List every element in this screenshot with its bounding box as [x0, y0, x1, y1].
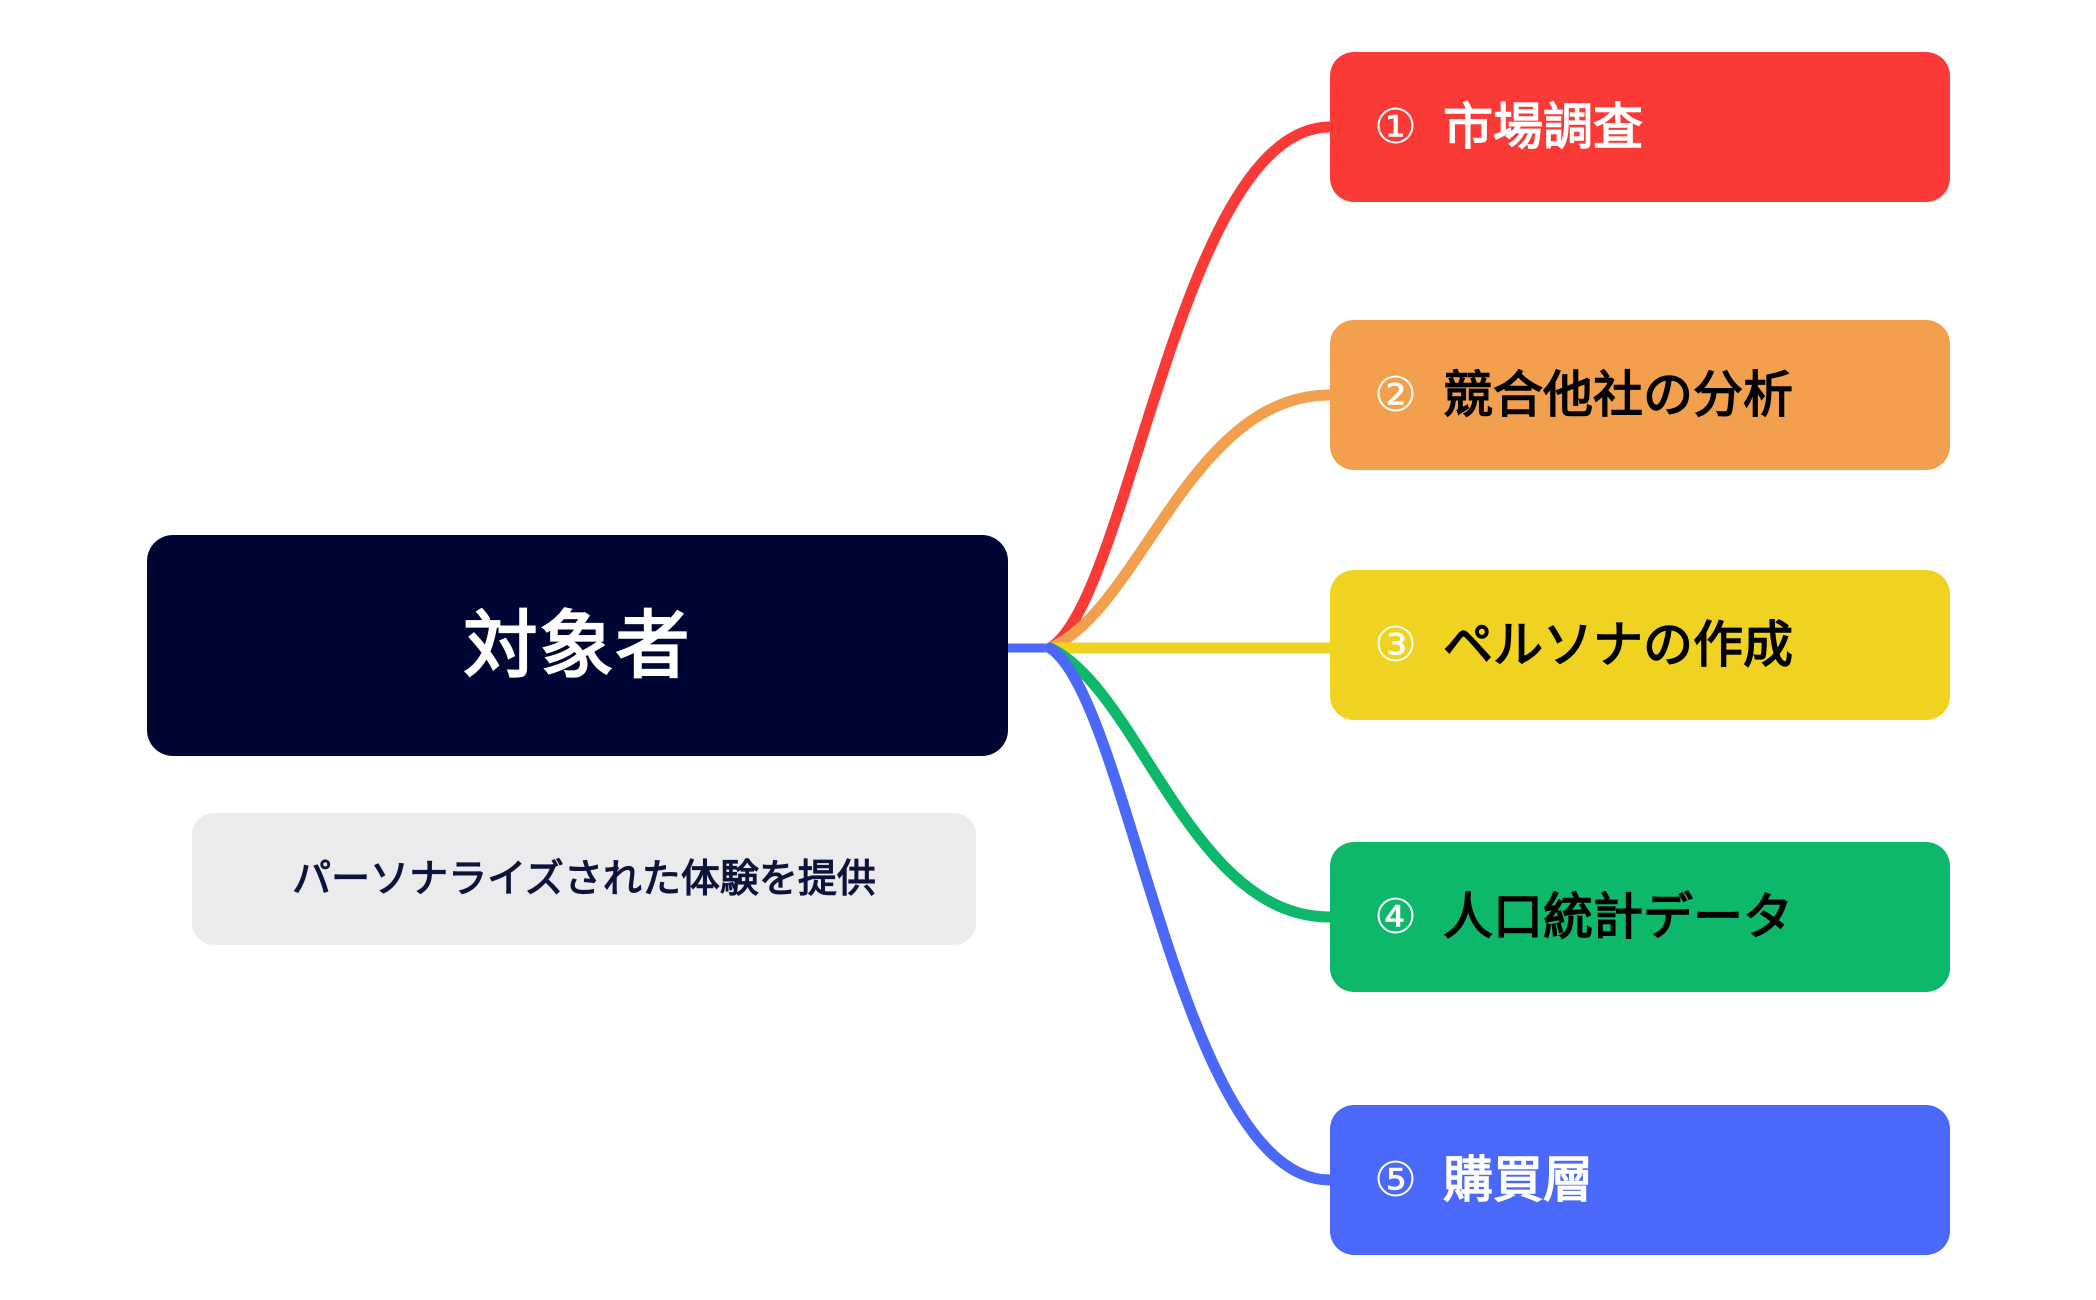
branch-node-2[interactable]: ② 競合他社の分析	[1330, 320, 1950, 470]
connector-branch-4	[1044, 642, 1336, 923]
branch-label-5: 購買層	[1443, 1151, 1594, 1209]
branch-node-4[interactable]: ④ 人口統計データ	[1330, 842, 1950, 992]
subtitle-pill-label: パーソナライズされた体験を提供	[292, 856, 876, 902]
branch-label-1: 市場調査	[1443, 98, 1644, 156]
subtitle-pill[interactable]: パーソナライズされた体験を提供	[192, 813, 976, 945]
connector-branch-2	[1044, 389, 1336, 654]
center-node-label: 対象者	[463, 602, 692, 689]
branch-node-3[interactable]: ③ ペルソナの作成	[1330, 570, 1950, 720]
branch-node-5[interactable]: ⑤ 購買層	[1330, 1105, 1950, 1255]
branch-node-1[interactable]: ① 市場調査	[1330, 52, 1950, 202]
branch-label-3: ペルソナの作成	[1443, 616, 1794, 674]
branch-number-icon-4: ④	[1374, 889, 1418, 945]
branch-number-icon-2: ②	[1374, 367, 1418, 423]
center-node[interactable]: 対象者	[147, 535, 1008, 756]
connector-branch-1	[1044, 121, 1336, 654]
branch-label-4: 人口統計データ	[1443, 888, 1794, 946]
branch-number-icon-3: ③	[1374, 617, 1418, 673]
branch-label-2: 競合他社の分析	[1443, 366, 1794, 424]
connector-branch-5	[1044, 642, 1336, 1186]
branch-number-icon-1: ①	[1374, 99, 1418, 155]
branch-number-icon-5: ⑤	[1374, 1152, 1418, 1208]
